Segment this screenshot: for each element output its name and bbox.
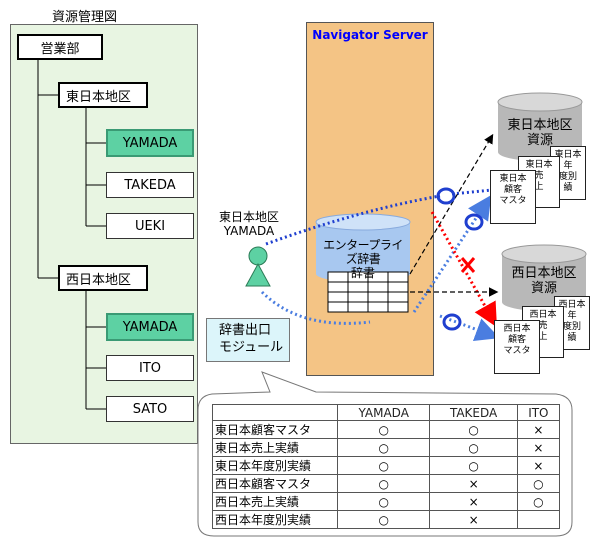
dictionary-grid xyxy=(327,271,409,313)
allowed-path-west-2 xyxy=(439,314,500,342)
tree-node-sales-dept[interactable]: 営業部 xyxy=(17,34,103,60)
tree-title: 資源管理図 xyxy=(52,10,118,25)
col-header-yamada: YAMADA xyxy=(336,404,431,421)
east-resource-line1: 東日本地区 xyxy=(507,118,573,133)
west-doc-front[interactable]: 西日本顧客マスタ xyxy=(494,320,540,374)
check-circles xyxy=(436,187,484,331)
tree-node-west-yamada[interactable]: YAMADA xyxy=(106,313,194,341)
dictionary-exit-module[interactable]: 辞書出口 モジュール xyxy=(206,318,290,362)
table-row: 東日本顧客マスタ○○× xyxy=(212,420,561,439)
west-resource-line1: 西日本地区 xyxy=(511,266,577,281)
table-row: 西日本売上実績○×○ xyxy=(212,492,561,511)
col-header-ito: ITO xyxy=(516,404,561,421)
dictionary-label-text: エンタープライズ辞書 xyxy=(323,238,403,266)
user-name: YAMADA xyxy=(223,224,275,238)
tree-node-west-sato[interactable]: SATO xyxy=(106,396,194,422)
allowed-path-east xyxy=(265,194,441,246)
table-row: 東日本売上実績○○× xyxy=(212,438,561,457)
dict-link-east xyxy=(409,133,494,275)
tree-node-west-ito[interactable]: ITO xyxy=(106,355,194,381)
table-row: 西日本顧客マスタ○×○ xyxy=(212,474,561,493)
east-resource-label: 東日本地区 資源 xyxy=(498,118,582,148)
col-header-takeda: TAKEDA xyxy=(429,404,518,421)
access-table-header: YAMADA TAKEDA ITO xyxy=(212,404,561,421)
dictionary-label: エンタープライズ辞書 辞書 xyxy=(318,238,408,280)
user-region: 東日本地区 xyxy=(218,210,279,224)
user-person-icon xyxy=(245,246,271,287)
west-resource-line2: 資源 xyxy=(530,281,557,296)
deny-x-icon xyxy=(460,257,476,273)
allowed-path-east-2 xyxy=(451,188,493,196)
allowed-path-west-1 xyxy=(260,290,371,325)
tree-node-east-takeda[interactable]: TAKEDA xyxy=(106,172,194,198)
user-label: 東日本地区 YAMADA xyxy=(214,210,284,238)
east-doc-front[interactable]: 東日本顧客マスタ xyxy=(490,170,536,224)
dictionary-cylinder xyxy=(315,213,411,282)
east-resource-line2: 資源 xyxy=(526,133,553,148)
table-row: 西日本年度別実績○× xyxy=(212,510,561,529)
denied-path xyxy=(430,211,497,328)
server-title: Navigator Server xyxy=(312,28,428,42)
tree-node-west-region[interactable]: 西日本地区 xyxy=(58,265,148,291)
tree-node-east-region[interactable]: 東日本地区 xyxy=(58,82,148,108)
tree-node-east-ueki[interactable]: UEKI xyxy=(106,213,194,239)
module-label-line2: モジュール xyxy=(219,340,284,355)
table-row: 東日本年度別実績○○× xyxy=(212,456,561,475)
access-table: YAMADA TAKEDA ITO 東日本顧客マスタ○○× 東日本売上実績○○×… xyxy=(212,404,561,529)
west-resource-label: 西日本地区 資源 xyxy=(502,266,586,296)
allowed-path-cross xyxy=(412,194,492,313)
module-label-line1: 辞書出口 xyxy=(219,323,272,338)
tree-node-east-yamada[interactable]: YAMADA xyxy=(106,129,194,157)
navigator-server-box xyxy=(306,22,434,376)
col-header-resource xyxy=(212,404,338,421)
